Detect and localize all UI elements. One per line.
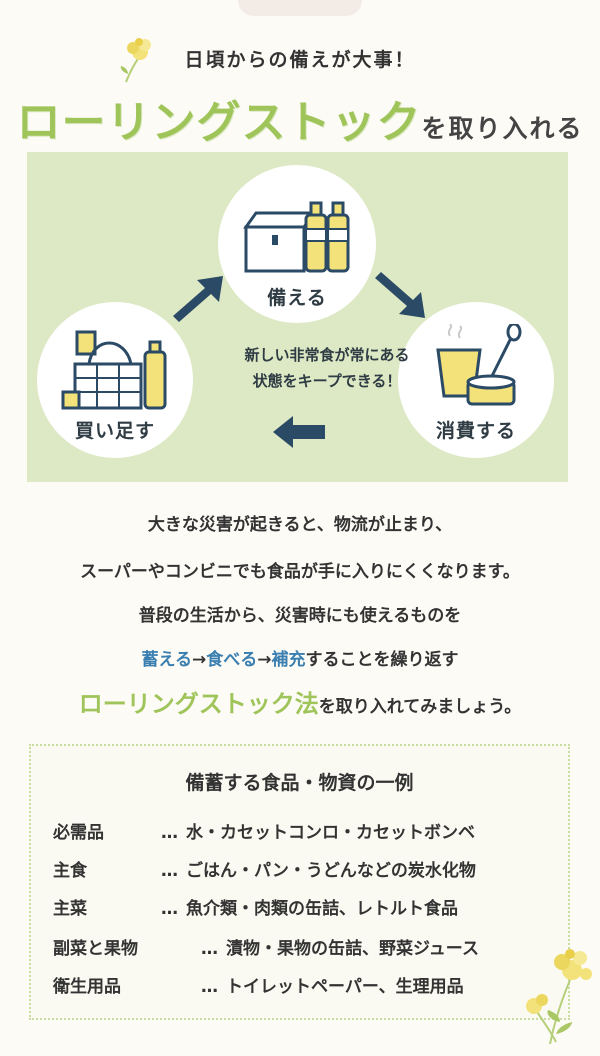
item-label: 必需品 [53, 823, 104, 843]
list-item: 副菜と果物 … 漬物・果物の缶詰、野菜ジュース [53, 934, 479, 959]
list-item: 衛生用品 … トイレットペーパー、生理用品 [53, 972, 464, 997]
item-label: 衛生用品 [53, 977, 121, 997]
food-cup-can-icon [436, 324, 522, 406]
consume-circle: 消費する [398, 302, 554, 458]
replenish-text: 補充 [271, 650, 306, 670]
item-value: 水・カセットコンロ・カセットボンベ [186, 823, 475, 843]
arrow-down-right-icon [375, 272, 425, 318]
flower-cluster-icon [526, 949, 592, 1044]
item-value: トイレットペーパー、生理用品 [226, 977, 464, 997]
arrow-text-1: → [192, 650, 207, 670]
item-value: 魚介類・肉類の缶詰、レトルト食品 [186, 899, 458, 919]
page-title: ローリングストックを取り入れる [0, 86, 600, 150]
rolling-stock-diagram: 備える 買い足す 消費する [27, 152, 568, 482]
list-item: 主食 … ごはん・パン・うどんなどの炭水化物 [53, 856, 476, 881]
item-label: 副菜と果物 [53, 939, 138, 959]
restock-circle: 買い足す [37, 302, 193, 458]
repeat-text: することを繰り返す [305, 650, 459, 670]
restock-label: 買い足す [74, 420, 155, 442]
item-separator: … [201, 939, 218, 959]
arrow-text-2: → [257, 650, 272, 670]
title-suffix: を取り入れる [421, 114, 584, 143]
item-label: 主菜 [53, 899, 87, 919]
stockpile-examples-box: 備蓄する食品・物資の一例 必需品 … 水・カセットコンロ・カセットボンベ 主食 … ごは… [29, 744, 570, 1020]
item-separator: … [161, 899, 178, 919]
examples-title: 備蓄する食品・物資の一例 [185, 772, 414, 794]
subtitle: 日頃からの備えが大事！ [184, 49, 416, 71]
arrow-up-right-icon [173, 276, 223, 322]
body-line-5: ローリングストック法を取り入れてみましょう。 [0, 684, 600, 719]
adopt-text: を取り入れてみましょう。 [318, 697, 522, 717]
list-item: 必需品 … 水・カセットコンロ・カセットボンベ [53, 818, 475, 843]
flower-icon [120, 38, 151, 83]
center-line-2: 状態をキープできる！ [252, 372, 402, 390]
consume-label: 消費する [435, 420, 516, 442]
body-line-3: 普段の生活から、災害時にも使えるものを [138, 606, 462, 626]
eat-text: 食べる [206, 650, 258, 670]
item-value: 漬物・果物の缶詰、野菜ジュース [226, 939, 479, 959]
body-line-4: 蓄える→食べる→補充することを繰り返す [0, 645, 600, 670]
shopping-basket-icon [61, 330, 167, 410]
storage-box-bottles-icon [243, 201, 350, 273]
title-main: ローリングストック [16, 97, 422, 148]
diagram-center-text: 新しい非常食が常にある 状態をキープできる！ [177, 342, 477, 394]
rolling-stock-method: ローリングストック法 [78, 690, 319, 718]
body-line-2: スーパーやコンビニでも食品が手に入りにくくなります。 [80, 562, 520, 582]
arrow-left-icon [273, 416, 325, 448]
item-separator: … [201, 977, 218, 997]
body-line-1: 大きな災害が起きると、物流が止まり、 [147, 515, 453, 535]
top-decoration [238, 0, 362, 16]
item-value: ごはん・パン・うどんなどの炭水化物 [186, 861, 476, 881]
item-separator: … [161, 861, 178, 881]
center-line-1: 新しい非常食が常にある [244, 346, 410, 364]
item-separator: … [161, 823, 178, 843]
list-item: 主菜 … 魚介類・肉類の缶詰、レトルト食品 [53, 894, 458, 919]
prepare-label: 備える [267, 287, 327, 309]
prepare-circle: 備える [218, 165, 376, 323]
item-label: 主食 [53, 861, 87, 881]
store-text: 蓄える [141, 650, 193, 670]
